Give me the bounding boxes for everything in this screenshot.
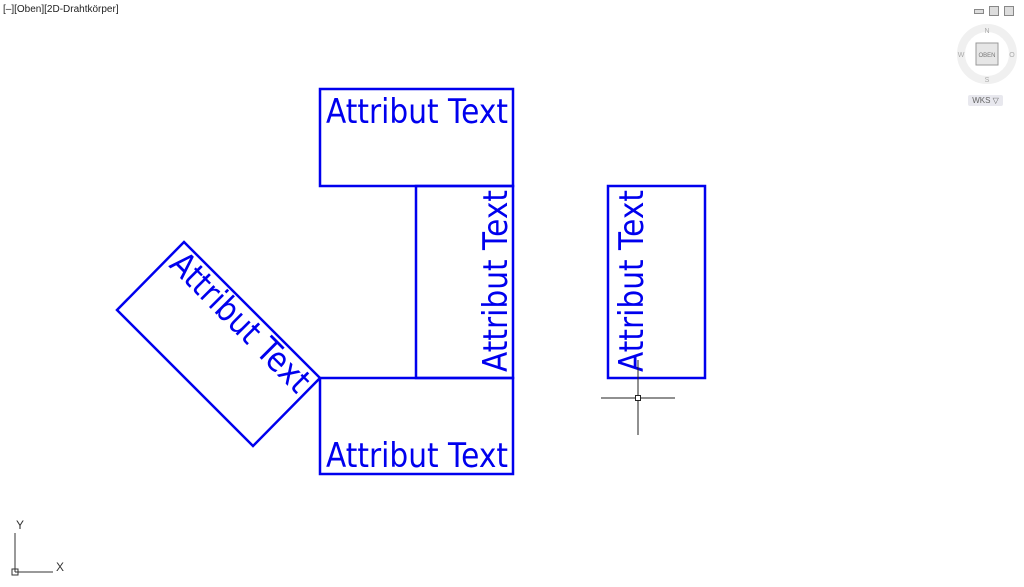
block-diagonal-frame bbox=[115, 240, 322, 448]
minimize-button[interactable] bbox=[974, 9, 984, 14]
crosshair-cursor-icon bbox=[601, 360, 675, 435]
compass-north[interactable]: N bbox=[984, 28, 989, 35]
compass-ring[interactable] bbox=[957, 24, 1017, 84]
viewcube[interactable]: OBEN N S W O bbox=[955, 22, 1019, 92]
close-button[interactable] bbox=[1004, 6, 1014, 16]
compass-west[interactable]: W bbox=[958, 52, 965, 59]
restore-button[interactable] bbox=[989, 6, 999, 16]
compass-east[interactable]: O bbox=[1009, 52, 1015, 59]
window-controls bbox=[974, 6, 1014, 16]
viewcube-face[interactable] bbox=[975, 42, 999, 66]
viewport-controls-label[interactable]: [–][Oben][2D-Drahtkörper] bbox=[3, 4, 119, 15]
attribute-text-top[interactable]: Attribut Text bbox=[326, 92, 508, 132]
block-right-frame bbox=[606, 184, 707, 380]
ucs-x-label: X bbox=[56, 560, 64, 574]
viewcube-face-label: OBEN bbox=[978, 53, 995, 59]
attribute-text-right[interactable]: Attribut Text bbox=[612, 190, 652, 372]
attribute-text-bottom[interactable]: Attribut Text bbox=[326, 436, 508, 476]
block-bottom-frame bbox=[318, 376, 515, 476]
compass-south[interactable]: S bbox=[985, 77, 990, 84]
attribute-text-vertical[interactable]: Attribut Text bbox=[476, 190, 516, 372]
ucs-y-label: Y bbox=[16, 518, 24, 532]
ucs-menu[interactable]: WKS ▽ bbox=[968, 95, 1003, 106]
ucs-icon bbox=[11, 533, 53, 576]
